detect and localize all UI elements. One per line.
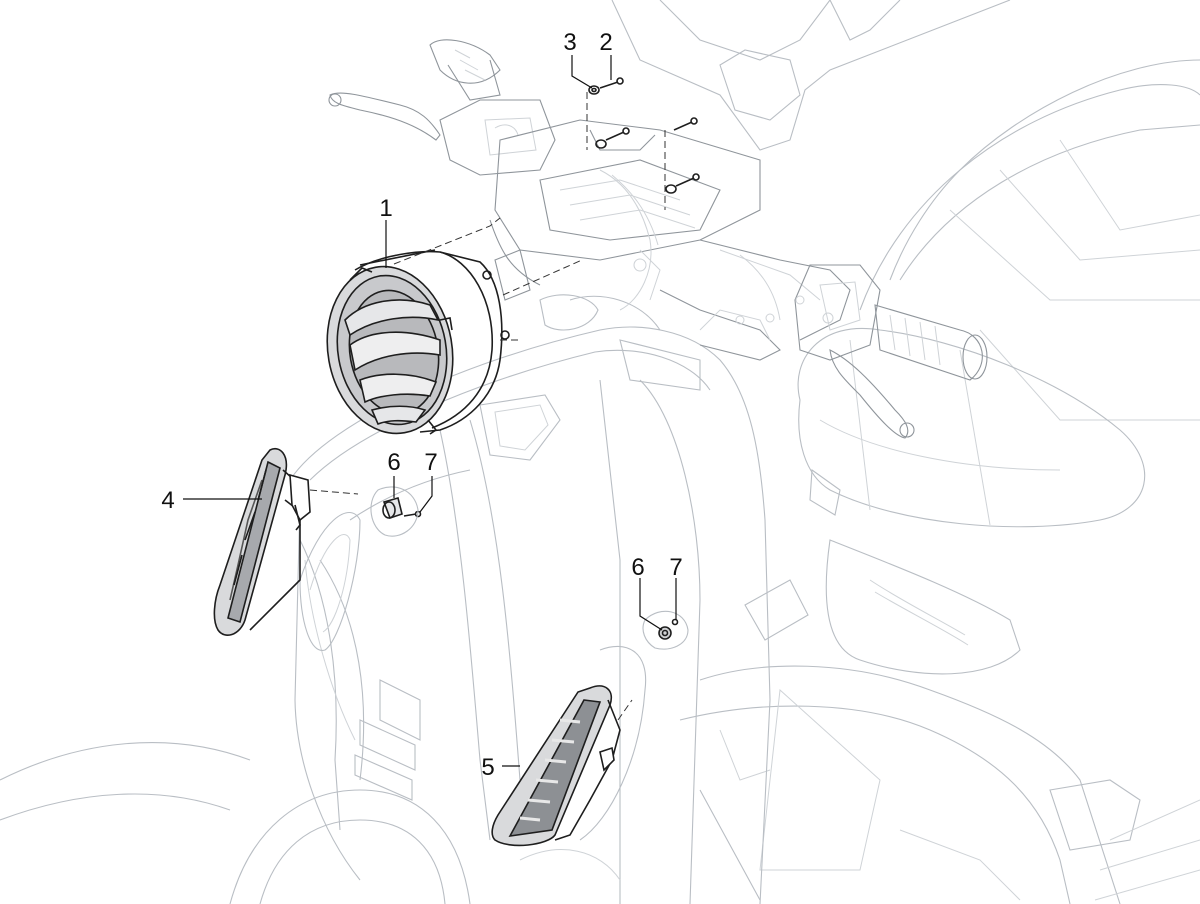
screw-right-part-7 <box>671 618 679 626</box>
assembly-line-headlight-b <box>502 259 583 296</box>
callout-3: 3 <box>563 29 576 56</box>
screw-2 <box>599 77 624 89</box>
headlight-part-1 <box>326 249 510 435</box>
screw-extra-a <box>595 127 630 149</box>
grommet-left-part-6 <box>382 497 403 520</box>
grommet-left-seat <box>370 486 419 537</box>
callout-2: 2 <box>599 29 612 56</box>
leader-lines <box>183 55 677 767</box>
callout-5: 5 <box>481 754 494 781</box>
callout-6-right: 6 <box>631 554 644 581</box>
assembly-line-signal-left <box>309 489 359 495</box>
screw-washer-set <box>586 77 700 210</box>
turn-signal-right-part-5 <box>491 685 621 847</box>
grommet-right-seat <box>642 610 689 650</box>
assembly-line-headlight-a <box>393 217 501 265</box>
callout-4: 4 <box>161 487 174 514</box>
callout-labels: 1 2 3 4 5 6 7 6 7 <box>161 29 682 781</box>
assembly-line-signal-right <box>617 699 633 721</box>
screw-extra-c <box>665 173 700 194</box>
callout-6-left: 6 <box>387 449 400 476</box>
screw-extra-b <box>673 117 698 131</box>
turn-signal-left-part-4 <box>213 448 311 636</box>
callout-7-left: 7 <box>424 449 437 476</box>
handlebar-assembly <box>328 39 988 439</box>
callout-1: 1 <box>379 195 392 222</box>
callout-7-right: 7 <box>669 554 682 581</box>
washer-3 <box>588 85 600 95</box>
